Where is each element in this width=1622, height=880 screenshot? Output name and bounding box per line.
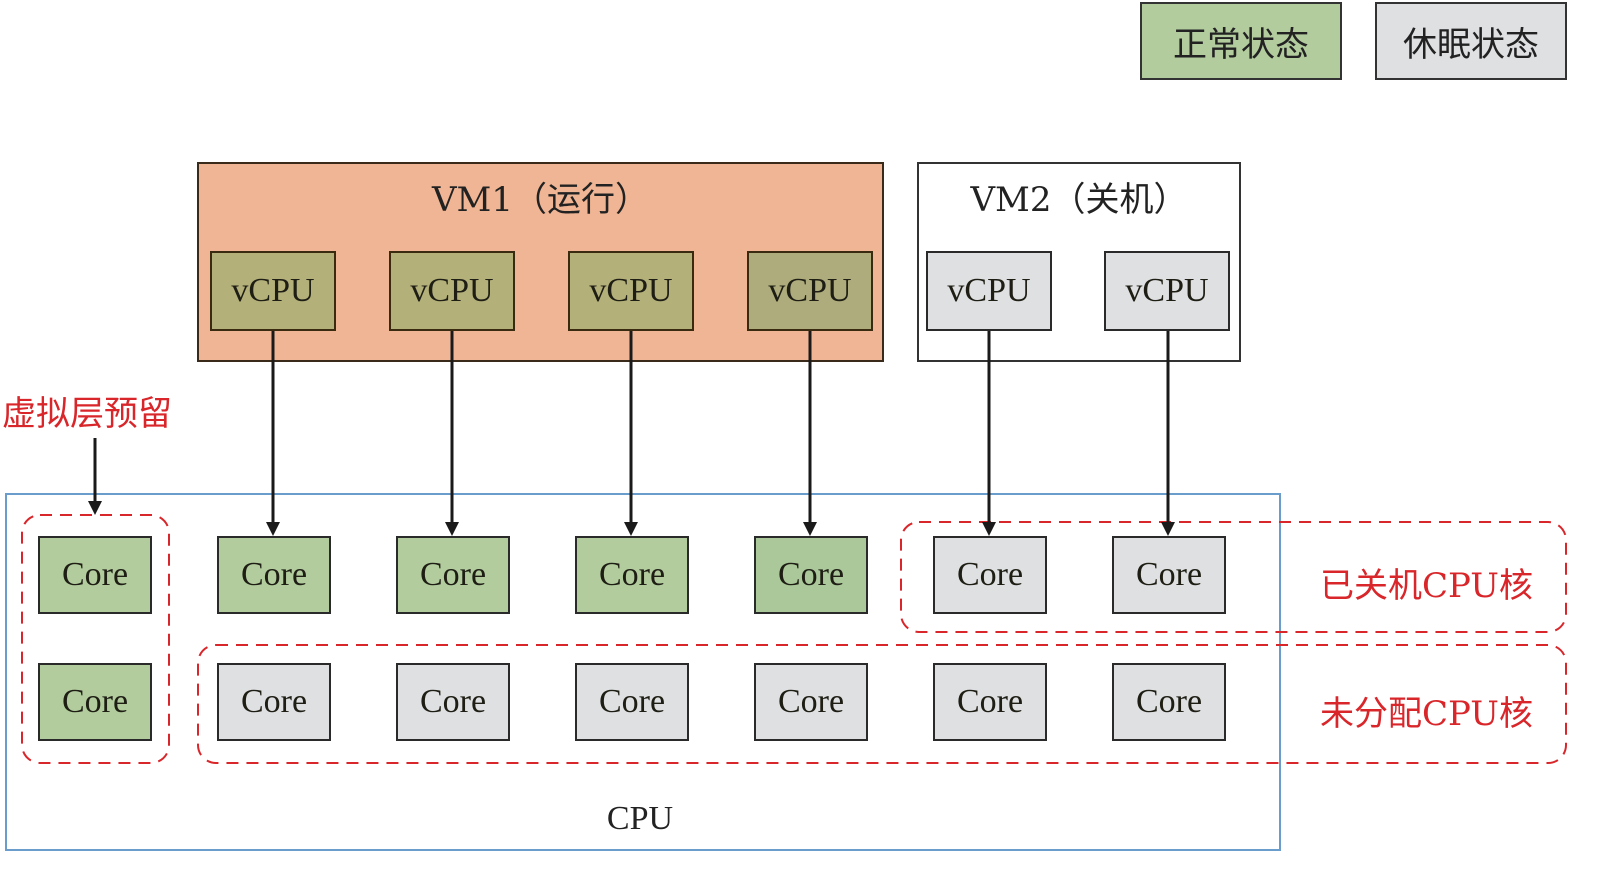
arrow-vcpu4-core-head (803, 522, 817, 536)
vm1-vcpu-2: vCPU (389, 251, 515, 331)
core-r1-c2: Core (217, 536, 331, 614)
arrow-vm2-vcpu1-core-head (982, 522, 996, 536)
core-r1-c4: Core (575, 536, 689, 614)
core-r2-c1: Core (38, 663, 152, 741)
core-r2-c7: Core (1112, 663, 1226, 741)
reserved-group-outline (21, 514, 170, 764)
core-r1-c7: Core (1112, 536, 1226, 614)
core-r1-c6: Core (933, 536, 1047, 614)
core-r2-c2: Core (217, 663, 331, 741)
arrow-vcpu3-core-head (624, 522, 638, 536)
unallocated-group-outline (197, 644, 1567, 764)
core-r1-c3: Core (396, 536, 510, 614)
cpu-container (5, 493, 1281, 851)
cpu-label: CPU (606, 800, 674, 837)
core-r2-c5: Core (754, 663, 868, 741)
legend-sleep-label: 休眠状态 (1403, 24, 1539, 65)
core-r2-c3: Core (396, 663, 510, 741)
arrow-vm2-vcpu2-core-head (1161, 522, 1175, 536)
core-r1-c1: Core (38, 536, 152, 614)
vm2-vcpu-2: vCPU (1104, 251, 1230, 331)
powered-off-cores-annotation: 已关机CPU核 (1320, 566, 1533, 606)
legend-sleep-state: 休眠状态 (1375, 2, 1567, 80)
arrow-reserved-head (88, 501, 102, 515)
vm2-vcpu-1: vCPU (926, 251, 1052, 331)
core-r2-c6: Core (933, 663, 1047, 741)
legend-normal-label: 正常状态 (1173, 24, 1309, 65)
arrow-vcpu1-core-head (266, 522, 280, 536)
vm1-vcpu-3: vCPU (568, 251, 694, 331)
core-r2-c4: Core (575, 663, 689, 741)
vm2-title: VM2（关机） (970, 180, 1188, 220)
legend-normal-state: 正常状态 (1140, 2, 1342, 80)
vm1-vcpu-4: vCPU (747, 251, 873, 331)
vm1-title: VM1（运行） (432, 180, 649, 220)
arrow-vcpu2-core-head (445, 522, 459, 536)
reserved-annotation: 虚拟层预留 (2, 394, 172, 434)
unallocated-cores-annotation: 未分配CPU核 (1320, 694, 1533, 734)
vm1-vcpu-1: vCPU (210, 251, 336, 331)
core-r1-c5: Core (754, 536, 868, 614)
